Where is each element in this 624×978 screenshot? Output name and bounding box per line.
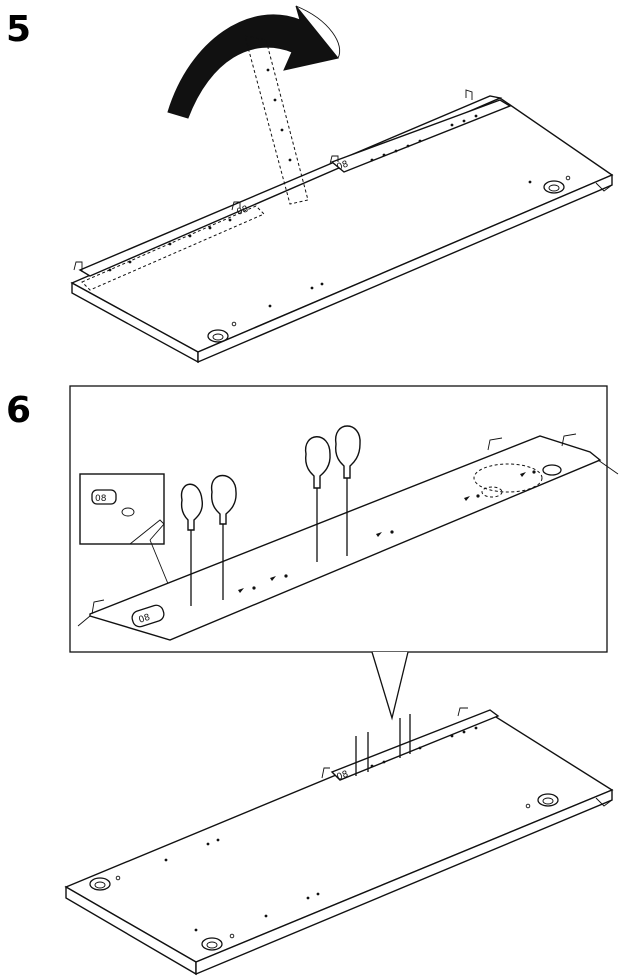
cam-hole-back xyxy=(543,175,571,194)
step-6-number: 6 xyxy=(6,390,32,431)
panel-top-face xyxy=(70,97,614,353)
inset-part-mark: 08 xyxy=(95,494,107,504)
lower-part-mark: 08 xyxy=(336,769,350,782)
step-5-number: 5 xyxy=(6,9,32,50)
lower-strip xyxy=(330,709,500,781)
clip-right xyxy=(465,89,473,100)
arrow-marks xyxy=(238,470,536,593)
lower-screwdriver-shafts xyxy=(355,714,411,776)
screwdriver-1 xyxy=(180,483,204,606)
strip-placed xyxy=(330,99,512,173)
lower-cam-hole-back xyxy=(525,793,559,809)
highlight-ellipse xyxy=(473,463,543,493)
step-5-drawing: 08 08 xyxy=(70,5,614,364)
detail-frame xyxy=(69,385,608,653)
rotate-arrow-icon xyxy=(167,5,339,119)
screwdriver-2 xyxy=(210,475,237,600)
step-6-drawing: 08 08 xyxy=(64,385,619,976)
cam-hole-front xyxy=(207,321,237,343)
detail-part-mark: 08 xyxy=(138,613,152,626)
zoom-inset xyxy=(79,473,165,545)
strip-outline xyxy=(81,205,265,291)
clip-left xyxy=(73,261,83,272)
part-mark-label: 08 xyxy=(336,159,350,172)
callout-pointer xyxy=(371,651,409,721)
screwdriver-4 xyxy=(334,425,361,556)
lower-cam-hole-front xyxy=(201,933,235,951)
lower-panel-top-face xyxy=(64,711,614,963)
part-mark-label-dashed: 08 xyxy=(236,204,250,217)
lower-cam-hole-left xyxy=(89,875,121,891)
screwdriver-3 xyxy=(304,436,331,562)
